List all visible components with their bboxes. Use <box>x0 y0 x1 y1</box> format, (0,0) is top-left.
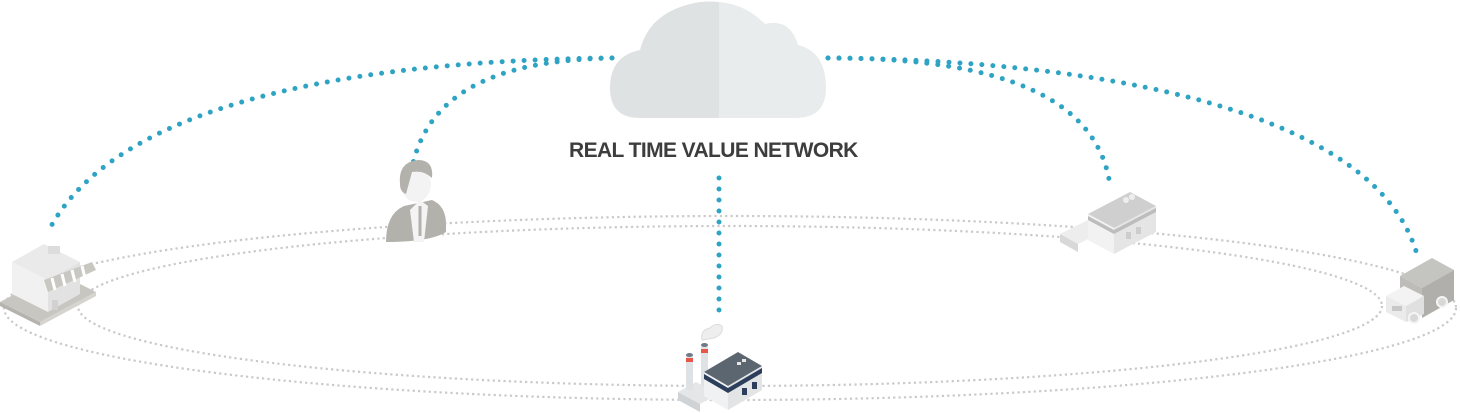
cloud-icon <box>610 1 826 118</box>
warehouse-icon <box>1060 192 1156 254</box>
network-links <box>45 55 1421 321</box>
truck-icon <box>1386 258 1454 324</box>
storefront-icon <box>0 244 96 326</box>
inner-ring <box>76 224 1384 388</box>
cloud-right-half <box>719 1 826 118</box>
businessman-icon <box>386 160 446 242</box>
diagram-title: REAL TIME VALUE NETWORK <box>569 139 858 162</box>
link-cloud-person <box>409 55 615 171</box>
factory-icon <box>678 323 762 412</box>
cloud-left-half <box>610 1 719 118</box>
link-cloud-warehouse <box>825 55 1113 188</box>
link-cloud-retail-store <box>45 55 615 235</box>
link-cloud-truck <box>825 55 1421 261</box>
